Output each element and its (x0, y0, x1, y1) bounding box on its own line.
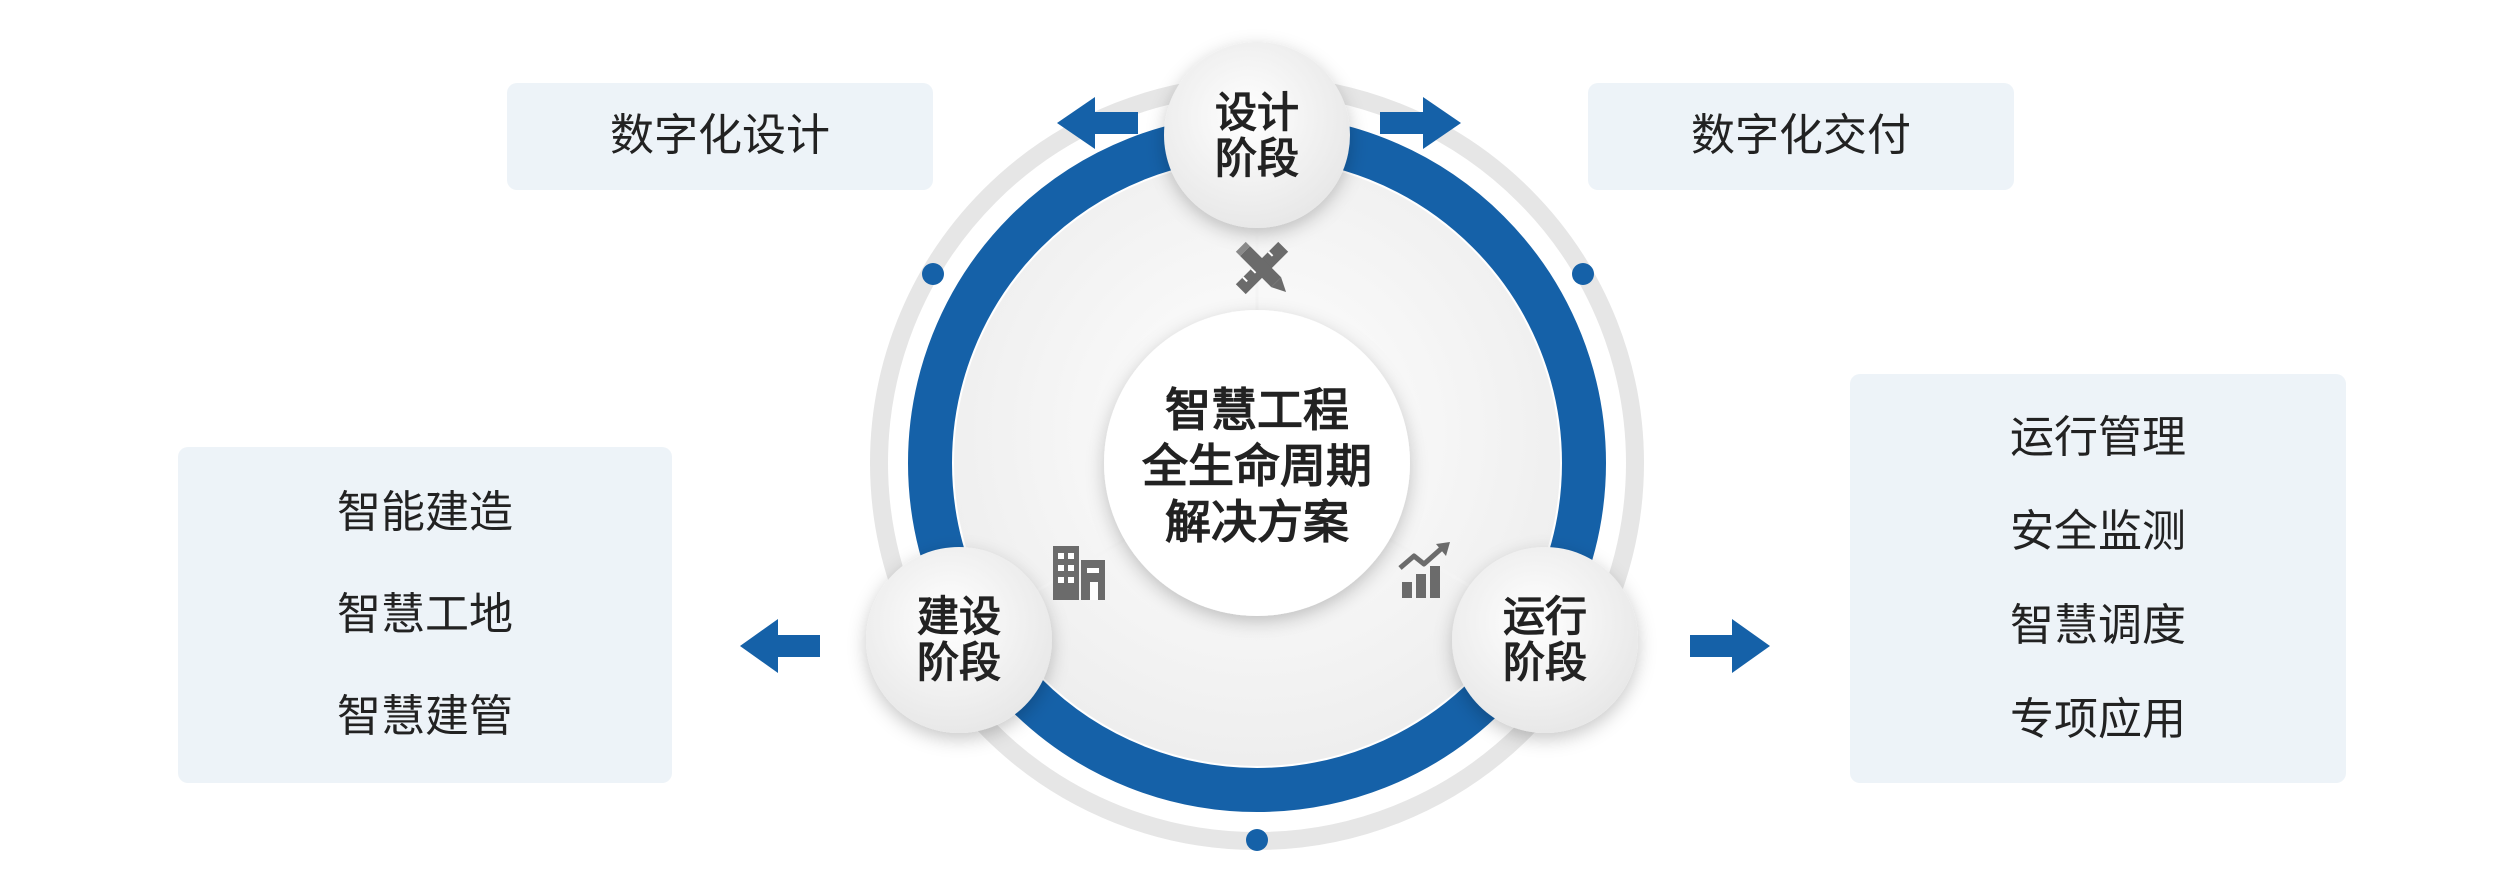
operate-phase-node (1452, 547, 1638, 733)
center-circle (1104, 310, 1410, 616)
build-phase-label: 建设 阶段 (916, 592, 1001, 687)
growth-chart-icon (1398, 542, 1450, 598)
list-item: 智慧调度 (2010, 599, 2186, 651)
ring-dot-left (922, 263, 944, 285)
build-box: 智能建造 智慧工地 智慧建管 (178, 447, 672, 783)
operate-phase-label: 运行 阶段 (1502, 592, 1587, 687)
list-item: 智慧工地 (337, 589, 513, 640)
center-title: 智慧工程 全生命周期 解决方案 (1142, 383, 1372, 549)
arrow-left-icon (740, 619, 820, 673)
design-left-box: 数字化设计 (507, 83, 933, 190)
design-phase-node (1164, 42, 1350, 228)
list-item: 智慧建管 (337, 691, 513, 742)
list-item: 运行管理 (2010, 411, 2186, 463)
design-right-box: 数字化交付 (1588, 83, 2014, 190)
design-right-label: 数字化交付 (1691, 110, 1911, 161)
arrow-right-icon (1690, 619, 1770, 673)
list-item: 智能建造 (337, 487, 513, 538)
arrow-right-icon (1380, 97, 1461, 149)
build-phase-node (866, 547, 1052, 733)
list-item: 安全监测 (2010, 505, 2186, 557)
operate-box: 运行管理 安全监测 智慧调度 专项应用 (1850, 374, 2346, 783)
design-left-label: 数字化设计 (610, 110, 830, 161)
ring-dot-right (1572, 263, 1594, 285)
list-item: 专项应用 (2010, 693, 2186, 745)
design-phase-label: 设计 阶段 (1214, 88, 1299, 183)
ring-dot-bottom (1246, 829, 1268, 851)
arrow-left-icon (1057, 97, 1138, 149)
building-icon (1053, 546, 1105, 600)
